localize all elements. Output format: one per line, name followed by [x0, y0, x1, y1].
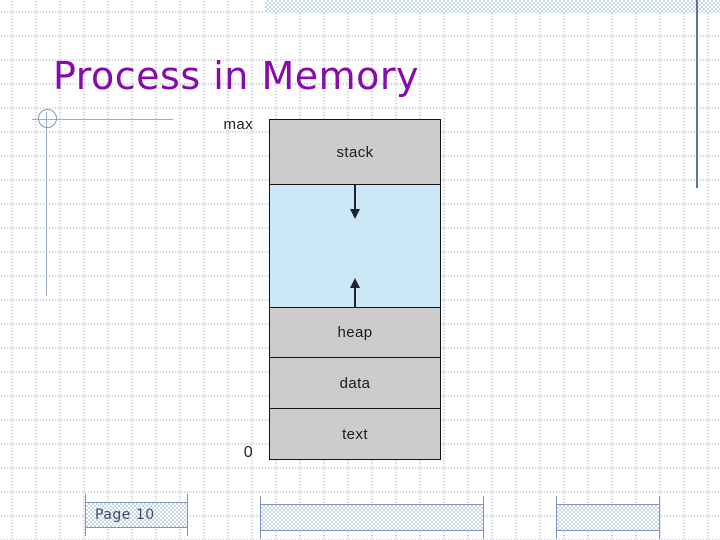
segment-free-space — [270, 184, 440, 307]
right-decor-line — [696, 0, 698, 188]
segment-stack: stack — [270, 120, 440, 184]
sketch-corner-line — [187, 494, 189, 536]
segment-stack-label: stack — [336, 143, 374, 161]
heap-growth-up-arrow-icon — [350, 278, 360, 307]
slide-title: Process in Memory — [53, 54, 419, 98]
up-arrow-shaft — [354, 288, 356, 307]
segment-text-label: text — [342, 425, 368, 443]
segment-text: text — [270, 408, 440, 459]
sketch-corner-line — [259, 496, 261, 539]
footer-decor-bar-right — [555, 496, 661, 539]
sketch-corner-line — [659, 496, 661, 539]
sketch-corner-line — [84, 494, 86, 536]
down-arrow-shaft — [354, 185, 356, 209]
segment-data-label: data — [339, 374, 371, 392]
segment-heap: heap — [270, 307, 440, 357]
up-arrow-head — [350, 278, 360, 288]
address-max-label: max — [223, 116, 253, 133]
down-arrow-head — [350, 209, 360, 219]
page-number-label: Page 10 — [95, 507, 155, 523]
compass-circle-icon — [38, 109, 57, 128]
sketch-corner-line — [555, 496, 557, 539]
segment-data: data — [270, 357, 440, 408]
stack-growth-down-arrow-icon — [350, 185, 360, 219]
top-decor-hatch-bar — [265, 0, 720, 13]
footer-decor-bar-middle — [259, 496, 485, 539]
sketch-corner-line — [483, 496, 485, 539]
page-number-box: Page 10 — [84, 494, 189, 536]
compass-vertical-line — [46, 112, 48, 296]
compass-horizontal-line — [32, 119, 173, 121]
memory-diagram: stack heap data text — [269, 119, 441, 460]
segment-heap-label: heap — [337, 324, 373, 341]
address-zero-label: 0 — [243, 444, 253, 461]
